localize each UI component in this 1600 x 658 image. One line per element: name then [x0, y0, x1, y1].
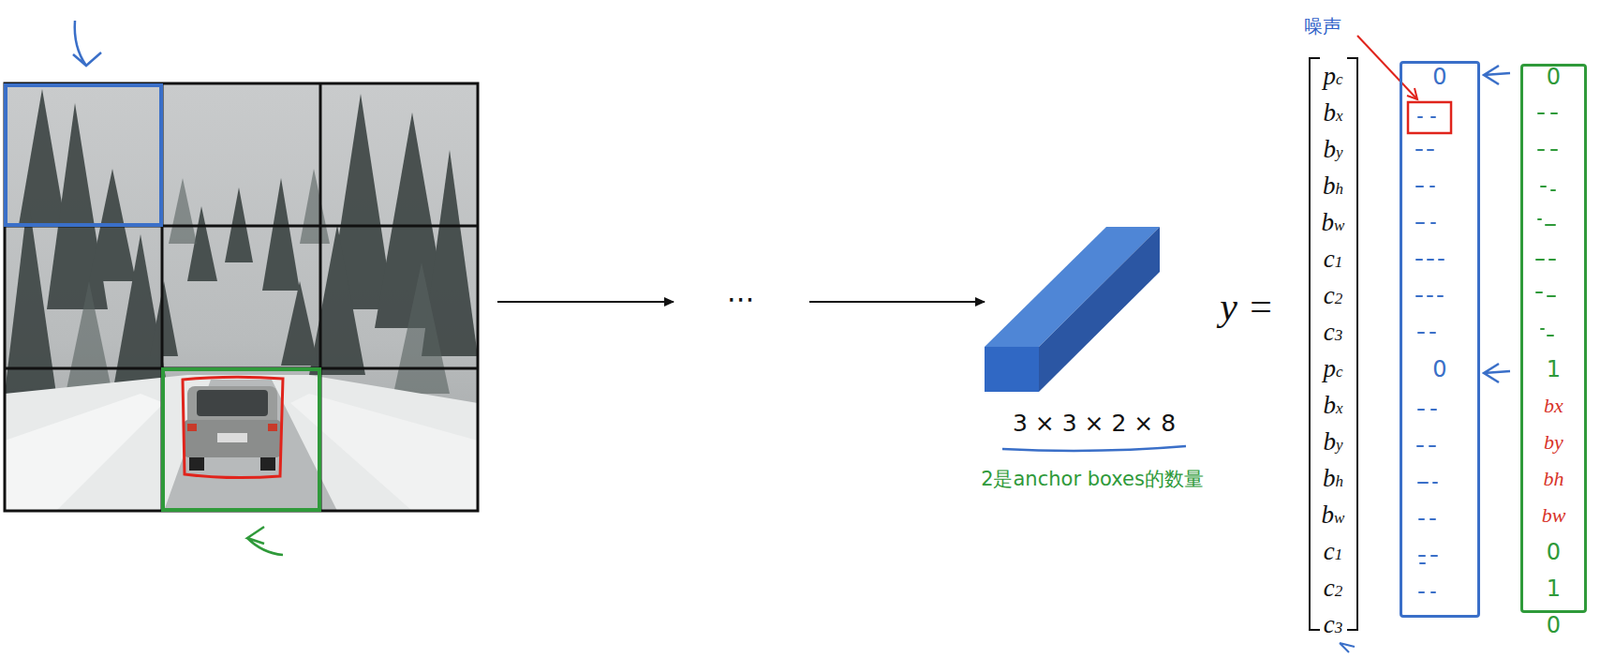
cell-value: 0	[1546, 540, 1561, 563]
blue-hand-arrow	[73, 20, 102, 66]
flow-arrow	[809, 300, 985, 303]
cell-value: 0	[1432, 65, 1447, 89]
vector-column: 00	[1399, 60, 1481, 618]
leader-line	[1357, 35, 1418, 100]
pointer-mark	[1339, 642, 1355, 652]
note-text: 2是anchor boxes的数量	[980, 468, 1204, 490]
vector-column: 01bxbybhbw010	[1520, 63, 1587, 613]
cell-value: bh	[1543, 468, 1565, 489]
pointer-mark	[1483, 363, 1511, 383]
vector-entry: bw	[1321, 208, 1346, 238]
green-hand-arrow	[247, 526, 283, 555]
road-photo	[4, 83, 478, 511]
vector-entry: by	[1322, 428, 1343, 457]
cell-value: 1	[1546, 577, 1561, 600]
vector-entry: c1	[1323, 537, 1343, 566]
output-volume	[984, 226, 1160, 392]
vector-entry: by	[1322, 135, 1343, 164]
vector-entry: c3	[1323, 610, 1343, 639]
vector-entry: bh	[1322, 172, 1344, 201]
underline	[1002, 445, 1186, 451]
vector-entry: c2	[1323, 574, 1343, 603]
car-box	[182, 376, 283, 477]
ellipsis: ⋯	[726, 282, 756, 314]
vector-entry: pc	[1322, 62, 1343, 91]
noise-box	[1407, 102, 1452, 134]
green-cell	[162, 369, 320, 510]
cell-value: by	[1543, 431, 1564, 453]
cell-value: 0	[1546, 65, 1561, 89]
leader-arrow	[1407, 88, 1418, 100]
vector-entry: c1	[1323, 245, 1343, 274]
vector-entry: c3	[1323, 318, 1343, 347]
vector-entry: c2	[1323, 281, 1343, 311]
cell-value: bx	[1543, 395, 1564, 416]
bracket	[1347, 58, 1358, 630]
dimension-label: 3 × 3 × 2 × 8	[1012, 410, 1176, 437]
vector-entry: pc	[1322, 355, 1343, 384]
vector-entry: bx	[1322, 99, 1343, 128]
vector-entry: bw	[1321, 501, 1346, 530]
pointer-mark	[1483, 65, 1511, 85]
cell-value: bw	[1541, 504, 1567, 526]
value-dashes	[1536, 113, 1557, 336]
cell-value: 0	[1546, 613, 1561, 637]
callout-text: 噪声	[1303, 15, 1342, 37]
flow-arrow	[497, 300, 674, 303]
value-dashes	[1416, 117, 1444, 593]
cell-value: 0	[1432, 357, 1447, 381]
vector-entry: bx	[1322, 391, 1343, 420]
grid	[4, 83, 478, 511]
vector-entry: bh	[1322, 464, 1344, 493]
equation-label: y =	[1219, 284, 1274, 328]
blue-cell	[5, 85, 162, 225]
cell-value: 1	[1546, 357, 1561, 381]
bracket	[1309, 58, 1320, 630]
